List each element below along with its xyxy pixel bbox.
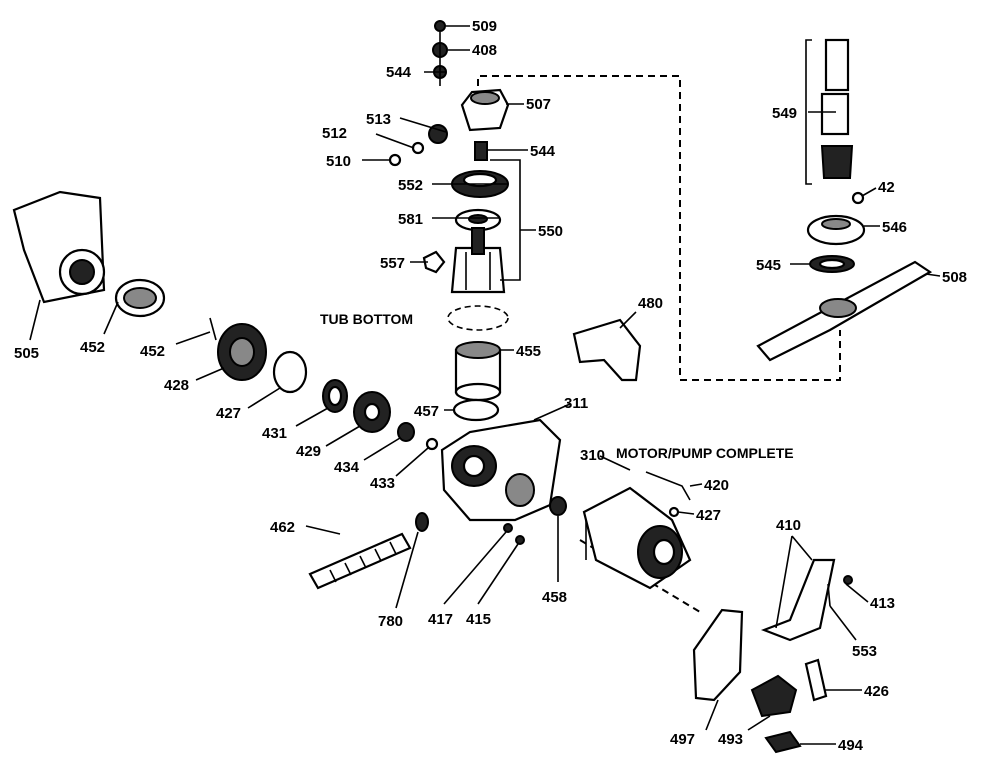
label-452-b: 452	[140, 343, 165, 360]
dashed-connection-line	[477, 75, 841, 381]
part-557	[422, 250, 446, 274]
part-513	[428, 124, 448, 144]
label-455: 455	[516, 343, 541, 360]
label-513: 513	[366, 111, 391, 128]
part-581	[454, 208, 502, 232]
part-507	[460, 88, 510, 132]
label-427: 427	[216, 405, 241, 422]
part-544-top	[433, 32, 447, 86]
label-420: 420	[704, 477, 729, 494]
label-410: 410	[776, 517, 801, 534]
label-549: 549	[772, 105, 797, 122]
label-458: 458	[542, 589, 567, 606]
label-509: 509	[472, 18, 497, 35]
bracket-550	[490, 159, 521, 281]
part-427	[272, 350, 308, 394]
part-452-clamp	[114, 278, 166, 318]
part-545	[809, 255, 855, 273]
label-457: 457	[414, 403, 439, 420]
leader-lines	[29, 25, 941, 745]
part-420	[645, 471, 691, 501]
label-581: 581	[398, 211, 423, 228]
label-552: 552	[398, 177, 423, 194]
part-426	[804, 658, 828, 702]
part-428	[209, 317, 267, 381]
label-42: 42	[878, 179, 895, 196]
label-431: 431	[262, 425, 287, 442]
part-413	[843, 575, 853, 585]
part-493	[750, 674, 798, 718]
label-507: 507	[526, 96, 551, 113]
part-505-housing	[12, 190, 106, 304]
label-429: 429	[296, 443, 321, 460]
part-550-pump	[450, 227, 506, 294]
label-780: 780	[378, 613, 403, 630]
label-546: 546	[882, 219, 907, 236]
part-549	[805, 38, 854, 185]
part-553	[827, 583, 831, 607]
part-780-spring	[415, 512, 429, 532]
label-545: 545	[756, 257, 781, 274]
part-546	[806, 214, 866, 246]
part-508-spray-arm	[756, 260, 933, 362]
label-544-top: 544	[386, 64, 412, 81]
part-509	[434, 20, 446, 32]
label-493: 493	[718, 731, 743, 748]
label-544-mid: 544	[530, 143, 556, 160]
label-434: 434	[334, 459, 360, 476]
label-480: 480	[638, 295, 663, 312]
label-426: 426	[864, 683, 889, 700]
part-462-shaft	[308, 532, 412, 590]
label-512: 512	[322, 125, 347, 142]
label-413: 413	[870, 595, 895, 612]
part-415	[515, 535, 525, 545]
part-480	[572, 318, 642, 382]
label-557: 557	[380, 255, 405, 272]
caption-motor-pump-complete: MOTOR/PUMP COMPLETE	[616, 445, 794, 461]
part-429	[353, 391, 391, 433]
part-410-bracket	[760, 558, 836, 642]
part-417	[503, 523, 513, 533]
label-497: 497	[670, 731, 695, 748]
label-553: 553	[852, 643, 877, 660]
label-494: 494	[838, 737, 864, 754]
caption-tub-bottom: TUB BOTTOM	[320, 311, 413, 327]
part-310-motor	[582, 486, 692, 590]
part-512	[411, 141, 425, 155]
label-550: 550	[538, 223, 563, 240]
label-427-b: 427	[696, 507, 721, 524]
label-311: 311	[564, 395, 588, 412]
tub-bottom-ring	[447, 305, 509, 331]
label-510: 510	[326, 153, 351, 170]
part-497-bracket	[692, 608, 744, 702]
part-42	[851, 191, 865, 205]
part-458	[549, 496, 567, 516]
part-433	[425, 437, 439, 451]
part-431	[322, 379, 348, 413]
part-494	[764, 730, 802, 754]
part-457	[452, 398, 500, 422]
part-455	[454, 341, 502, 402]
part-311-pump-housing	[440, 418, 562, 522]
label-452-a: 452	[80, 339, 105, 356]
label-508: 508	[942, 269, 967, 286]
part-434	[397, 422, 415, 442]
label-433: 433	[370, 475, 395, 492]
label-415: 415	[466, 611, 491, 628]
label-462: 462	[270, 519, 295, 536]
part-544-mid	[474, 141, 488, 161]
label-428: 428	[164, 377, 189, 394]
label-408: 408	[472, 42, 497, 59]
part-427b	[668, 506, 680, 518]
label-310: 310	[580, 447, 605, 464]
label-505: 505	[14, 345, 39, 362]
label-417: 417	[428, 611, 453, 628]
part-510	[388, 153, 402, 167]
